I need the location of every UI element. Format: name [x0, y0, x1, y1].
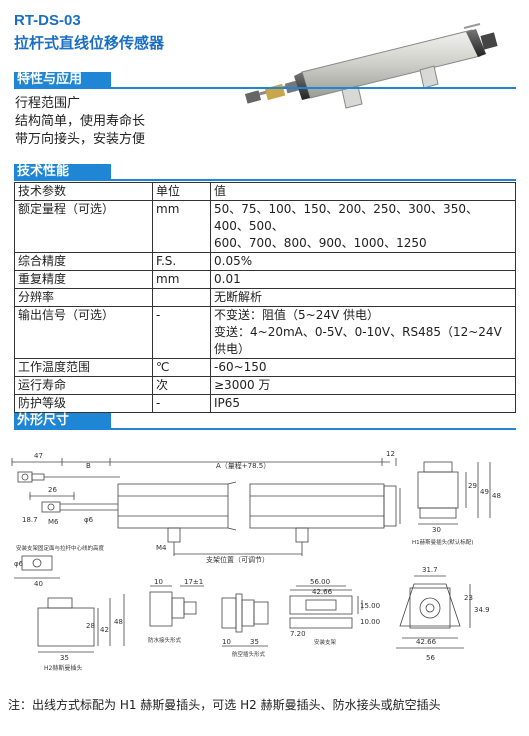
value-line: 50、75、100、150、200、250、300、350、400、500、	[214, 202, 478, 233]
footnote: 注：出线方式标配为 H1 赫斯曼插头，可选 H2 赫斯曼插头、防水接头或航空插头	[8, 698, 441, 712]
param-cell: 综合精度	[14, 252, 153, 271]
dim-label: 支架位置（可调节）	[206, 555, 269, 564]
value-cell: IP65	[210, 394, 516, 413]
dim-label: 42.66	[312, 588, 333, 596]
column-header: 单位	[152, 182, 211, 201]
dim-label: 42	[100, 626, 109, 634]
dim-label: φ6	[14, 560, 24, 568]
section-dimensions: 外形尺寸	[14, 413, 516, 430]
table-row: 防护等级 - IP65	[14, 394, 516, 413]
section-specs: 技术性能	[14, 164, 516, 181]
dim-label: 10	[222, 638, 231, 646]
table-row: 重复精度 mm 0.01	[14, 270, 516, 289]
dim-label: 17±1	[184, 578, 203, 586]
section-features: 特性与应用	[14, 72, 516, 89]
dim-label: 56.00	[310, 578, 330, 586]
unit-cell	[152, 288, 211, 307]
param-cell: 防护等级	[14, 394, 153, 413]
param-cell: 运行寿命	[14, 376, 153, 395]
value-cell: 不变送：阻值（5~24V 供电） 变送：4~20mA、0-5V、0-10V、RS4…	[210, 306, 516, 359]
param-cell: 重复精度	[14, 270, 153, 289]
dim-label: M4	[156, 544, 167, 552]
value-cell: 0.05%	[210, 252, 516, 271]
dim-label: 航空插头形式	[232, 650, 266, 658]
table-row: 分辨率 无断解析	[14, 288, 516, 307]
dim-label: 34.9	[474, 606, 490, 614]
param-cell: 分辨率	[14, 288, 153, 307]
dim-label: 12	[386, 450, 395, 458]
dim-label: 30	[432, 526, 441, 534]
dim-label: 15.00	[360, 602, 380, 610]
dim-label: 40	[34, 580, 43, 588]
unit-cell: F.S.	[152, 252, 211, 271]
dim-label: 48	[492, 492, 501, 500]
dim-label: 35	[250, 638, 259, 646]
section-title: 特性与应用	[14, 72, 111, 88]
value-line: 不变送：阻值（5~24V 供电）	[214, 308, 379, 322]
table-row: 工作温度范围 ℃ -60~150	[14, 358, 516, 377]
dim-label: 防水接头形式	[148, 636, 182, 644]
value-line: 变送：4~20mA、0-5V、0-10V、RS485（12~24V 供电）	[214, 325, 502, 356]
value-line: 600、700、800、900、1000、1250	[214, 236, 427, 250]
dim-label: M6	[48, 518, 59, 526]
dim-label: 35	[60, 654, 69, 662]
value-cell: 无断解析	[210, 288, 516, 307]
unit-cell: -	[152, 394, 211, 413]
table-header-row: 技术参数 单位 值	[14, 182, 516, 201]
unit-cell: -	[152, 306, 211, 359]
dim-label: 23	[464, 594, 473, 602]
spec-table: 技术参数 单位 值 额定量程（可选） mm 50、75、100、150、200、…	[14, 182, 516, 413]
dim-label: 49	[480, 488, 489, 496]
unit-cell: mm	[152, 270, 211, 289]
value-cell: -60~150	[210, 358, 516, 377]
param-cell: 工作温度范围	[14, 358, 153, 377]
dim-label: A（量程+78.5）	[216, 461, 270, 470]
dim-label: H1赫斯曼插头(默认标配)	[412, 538, 473, 546]
dim-label: 31.7	[422, 566, 438, 574]
value-cell: 50、75、100、150、200、250、300、350、400、500、 60…	[210, 200, 516, 253]
dim-label: 42.66	[416, 638, 437, 646]
dim-label: 安装支架固定面与拉杆中心线的高度	[16, 544, 105, 552]
dim-label: 26	[48, 486, 57, 494]
product-photo	[244, 23, 498, 109]
table-row: 运行寿命 次 ≥3000 万	[14, 376, 516, 395]
column-header: 值	[210, 182, 516, 201]
dim-label: 安装支架	[314, 638, 337, 646]
product-model: RT-DS-03	[14, 12, 81, 29]
unit-cell: ℃	[152, 358, 211, 377]
section-title: 技术性能	[14, 164, 111, 180]
dim-label: H2赫斯曼插头	[44, 664, 82, 672]
param-cell: 输出信号（可选）	[14, 306, 153, 359]
dim-label: 29	[468, 482, 477, 490]
dimension-drawing: 47 B A（量程+78.5） 12 26 M6 18.7 φ6 M4 支架位置…	[11, 450, 501, 672]
feature-item: 结构简单，使用寿命长	[15, 114, 146, 129]
feature-item: 行程范围广	[15, 96, 81, 111]
table-row: 额定量程（可选） mm 50、75、100、150、200、250、300、35…	[14, 200, 516, 253]
product-name: 拉杆式直线位移传感器	[14, 34, 165, 52]
dim-label: 47	[34, 452, 43, 460]
value-cell: 0.01	[210, 270, 516, 289]
dim-label: 10	[154, 578, 163, 586]
feature-item: 带万向接头，安装方便	[15, 132, 146, 147]
dim-label: 7.20	[290, 630, 306, 638]
unit-cell: 次	[152, 376, 211, 395]
table-row: 综合精度 F.S. 0.05%	[14, 252, 516, 271]
value-cell: ≥3000 万	[210, 376, 516, 395]
column-header: 技术参数	[14, 182, 153, 201]
dim-label: 10.00	[360, 618, 380, 626]
table-row: 输出信号（可选） - 不变送：阻值（5~24V 供电） 变送：4~20mA、0-5…	[14, 306, 516, 359]
dim-label: 28	[86, 622, 95, 630]
dim-label: 56	[426, 654, 435, 662]
dim-label: φ6	[84, 516, 94, 524]
dim-label: 18.7	[22, 516, 38, 524]
section-title: 外形尺寸	[14, 413, 111, 429]
dim-label: B	[86, 462, 91, 470]
param-cell: 额定量程（可选）	[14, 200, 153, 253]
dim-label: 48	[114, 618, 123, 626]
unit-cell: mm	[152, 200, 211, 253]
